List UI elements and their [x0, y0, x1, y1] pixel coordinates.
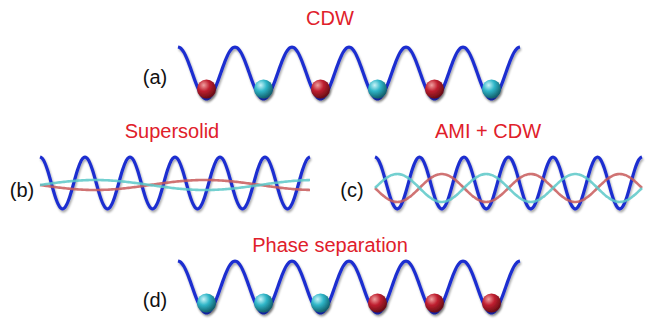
panel-title: Supersolid — [125, 121, 220, 141]
red-atom — [197, 80, 216, 99]
panel-letter: (a) — [143, 67, 167, 87]
panel-title: AMI + CDW — [435, 121, 541, 141]
density-wave — [40, 180, 310, 190]
red-atom — [425, 80, 444, 99]
red-atom — [311, 80, 330, 99]
density-wave — [40, 180, 310, 190]
panel-letter: (b) — [10, 180, 34, 200]
panel-title: Phase separation — [252, 235, 408, 255]
density-wave — [375, 174, 642, 202]
cyan-atom — [368, 80, 387, 99]
lattice-potential — [178, 47, 520, 99]
cyan-atom — [254, 294, 273, 313]
cyan-atom — [197, 294, 216, 313]
panel-letter: (c) — [340, 180, 363, 200]
red-atom — [368, 294, 387, 313]
cyan-atom — [482, 80, 501, 99]
lattice-potential — [178, 261, 520, 313]
panel-letter: (d) — [143, 290, 167, 310]
red-atom — [425, 294, 444, 313]
panel-title: CDW — [306, 8, 354, 28]
lattice-potential — [375, 157, 642, 209]
red-atom — [482, 294, 501, 313]
density-wave — [375, 174, 642, 202]
cyan-atom — [311, 294, 330, 313]
cyan-atom — [254, 80, 273, 99]
lattice-potential — [40, 157, 310, 209]
